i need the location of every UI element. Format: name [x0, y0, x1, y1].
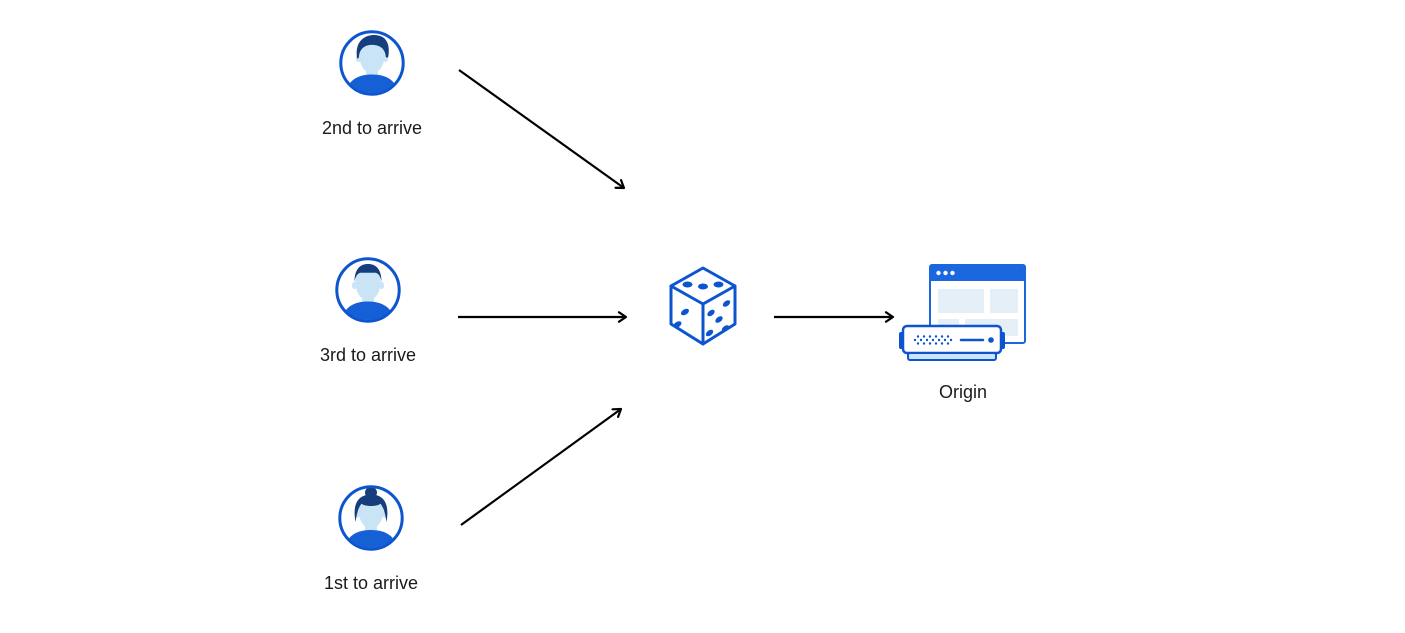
node-randomizer [667, 266, 739, 346]
arrow-2nd-to-dice [458, 69, 626, 190]
node-origin: Origin [883, 263, 1043, 402]
node-visitor-1st: 1st to arrive [291, 485, 451, 593]
arrow-1st-to-dice [460, 407, 623, 526]
node-label-visitor-2nd: 2nd to arrive [321, 118, 423, 138]
node-label-visitor-1st: 1st to arrive [323, 573, 419, 593]
avatar-woman-bun-icon [338, 485, 404, 551]
server-vent-dots [913, 335, 953, 345]
avatar-man-swoop-icon [339, 30, 405, 96]
node-label-origin: Origin [938, 382, 987, 402]
avatar-man-crewcut-icon [335, 257, 401, 323]
origin-server-icon [899, 264, 1026, 361]
node-visitor-2nd: 2nd to arrive [292, 30, 452, 138]
dice-icon [669, 266, 737, 346]
node-label-visitor-3rd: 3rd to arrive [319, 345, 417, 365]
node-visitor-3rd: 3rd to arrive [288, 257, 448, 365]
